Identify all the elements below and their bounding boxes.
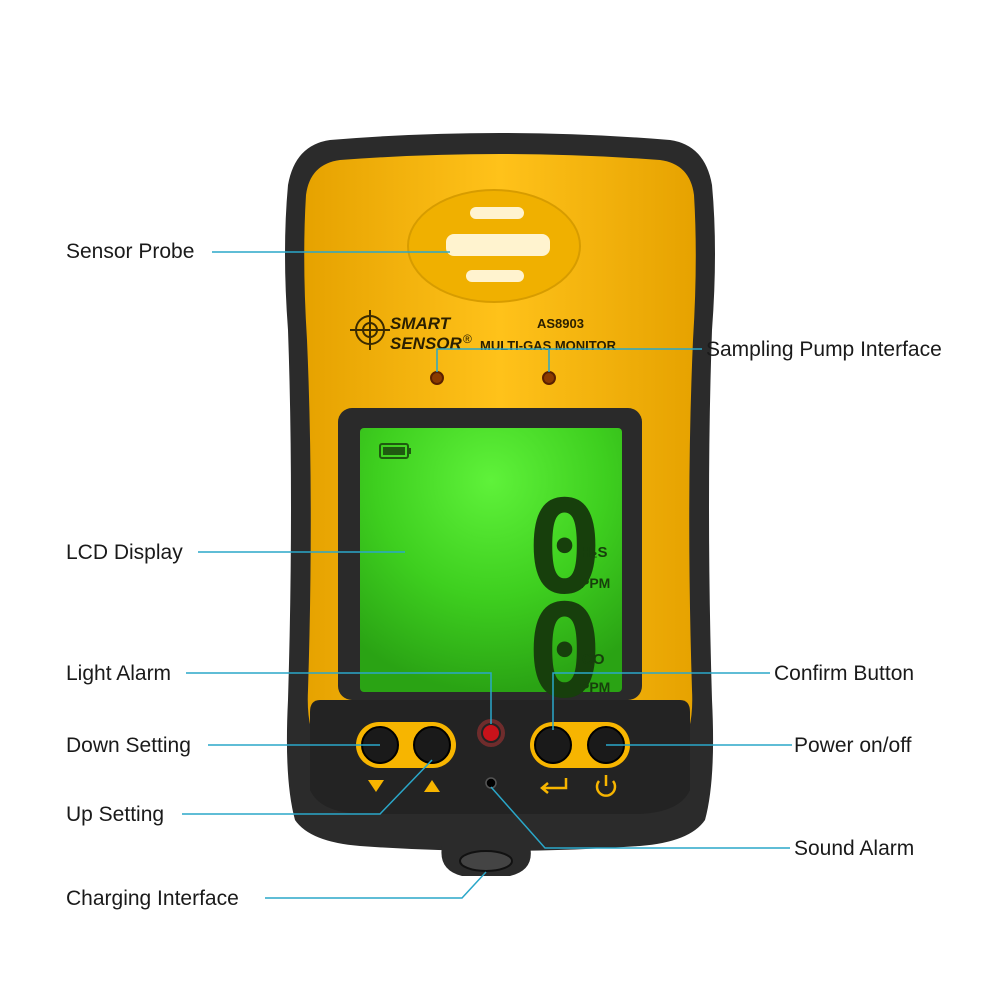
leader-sampling-pump	[436, 348, 702, 372]
crosshair-logo-icon	[350, 310, 390, 350]
battery-fill	[383, 447, 405, 455]
gas-top-label: H₂S	[580, 544, 608, 561]
triangle-down-icon	[368, 780, 384, 792]
sound-alarm-hole	[485, 777, 497, 789]
unit-top-label: PPM	[580, 575, 610, 591]
label-lcd-display: LCD Display	[66, 541, 183, 564]
leader-confirm-button	[552, 672, 770, 730]
label-power: Power on/off	[794, 734, 912, 757]
sensor-slot-bottom	[466, 270, 524, 282]
confirm-button[interactable]	[534, 726, 572, 764]
label-up-setting: Up Setting	[66, 803, 165, 826]
leader-light-alarm	[186, 672, 492, 724]
pump-interface-left	[430, 371, 444, 385]
brand-mark: ®	[463, 332, 472, 346]
triangle-up-icon	[424, 780, 440, 792]
leader-charging	[265, 871, 487, 899]
label-light-alarm: Light Alarm	[66, 662, 172, 685]
label-confirm-button: Confirm Button	[774, 662, 915, 685]
leader-sound-alarm	[490, 786, 790, 849]
reading-top: 0	[526, 474, 603, 623]
label-charging: Charging Interface	[66, 887, 239, 910]
label-sensor-probe: Sensor Probe	[66, 240, 195, 263]
label-sampling-pump: Sampling Pump Interface	[706, 338, 942, 361]
leader-up-setting	[182, 759, 433, 815]
model-number: AS8903	[537, 316, 584, 331]
gas-bottom-label: CO	[582, 651, 605, 668]
light-alarm-led	[483, 725, 499, 741]
pump-interface-right	[542, 371, 556, 385]
leader-lines	[182, 251, 792, 899]
battery-icon	[379, 443, 411, 459]
unit-bottom-label: PPM	[580, 679, 610, 695]
charging-plug	[459, 850, 513, 872]
sensor-slot-middle	[446, 234, 550, 256]
lcd-display	[360, 428, 622, 692]
brand-line1: SMART	[390, 314, 452, 333]
label-sound-alarm: Sound Alarm	[794, 837, 915, 860]
sensor-slot-top	[470, 207, 524, 219]
enter-icon	[540, 778, 568, 794]
label-down-setting: Down Setting	[66, 734, 191, 757]
brand-line2: SENSOR	[390, 334, 463, 353]
power-icon	[595, 775, 617, 797]
up-setting-button[interactable]	[413, 726, 451, 764]
